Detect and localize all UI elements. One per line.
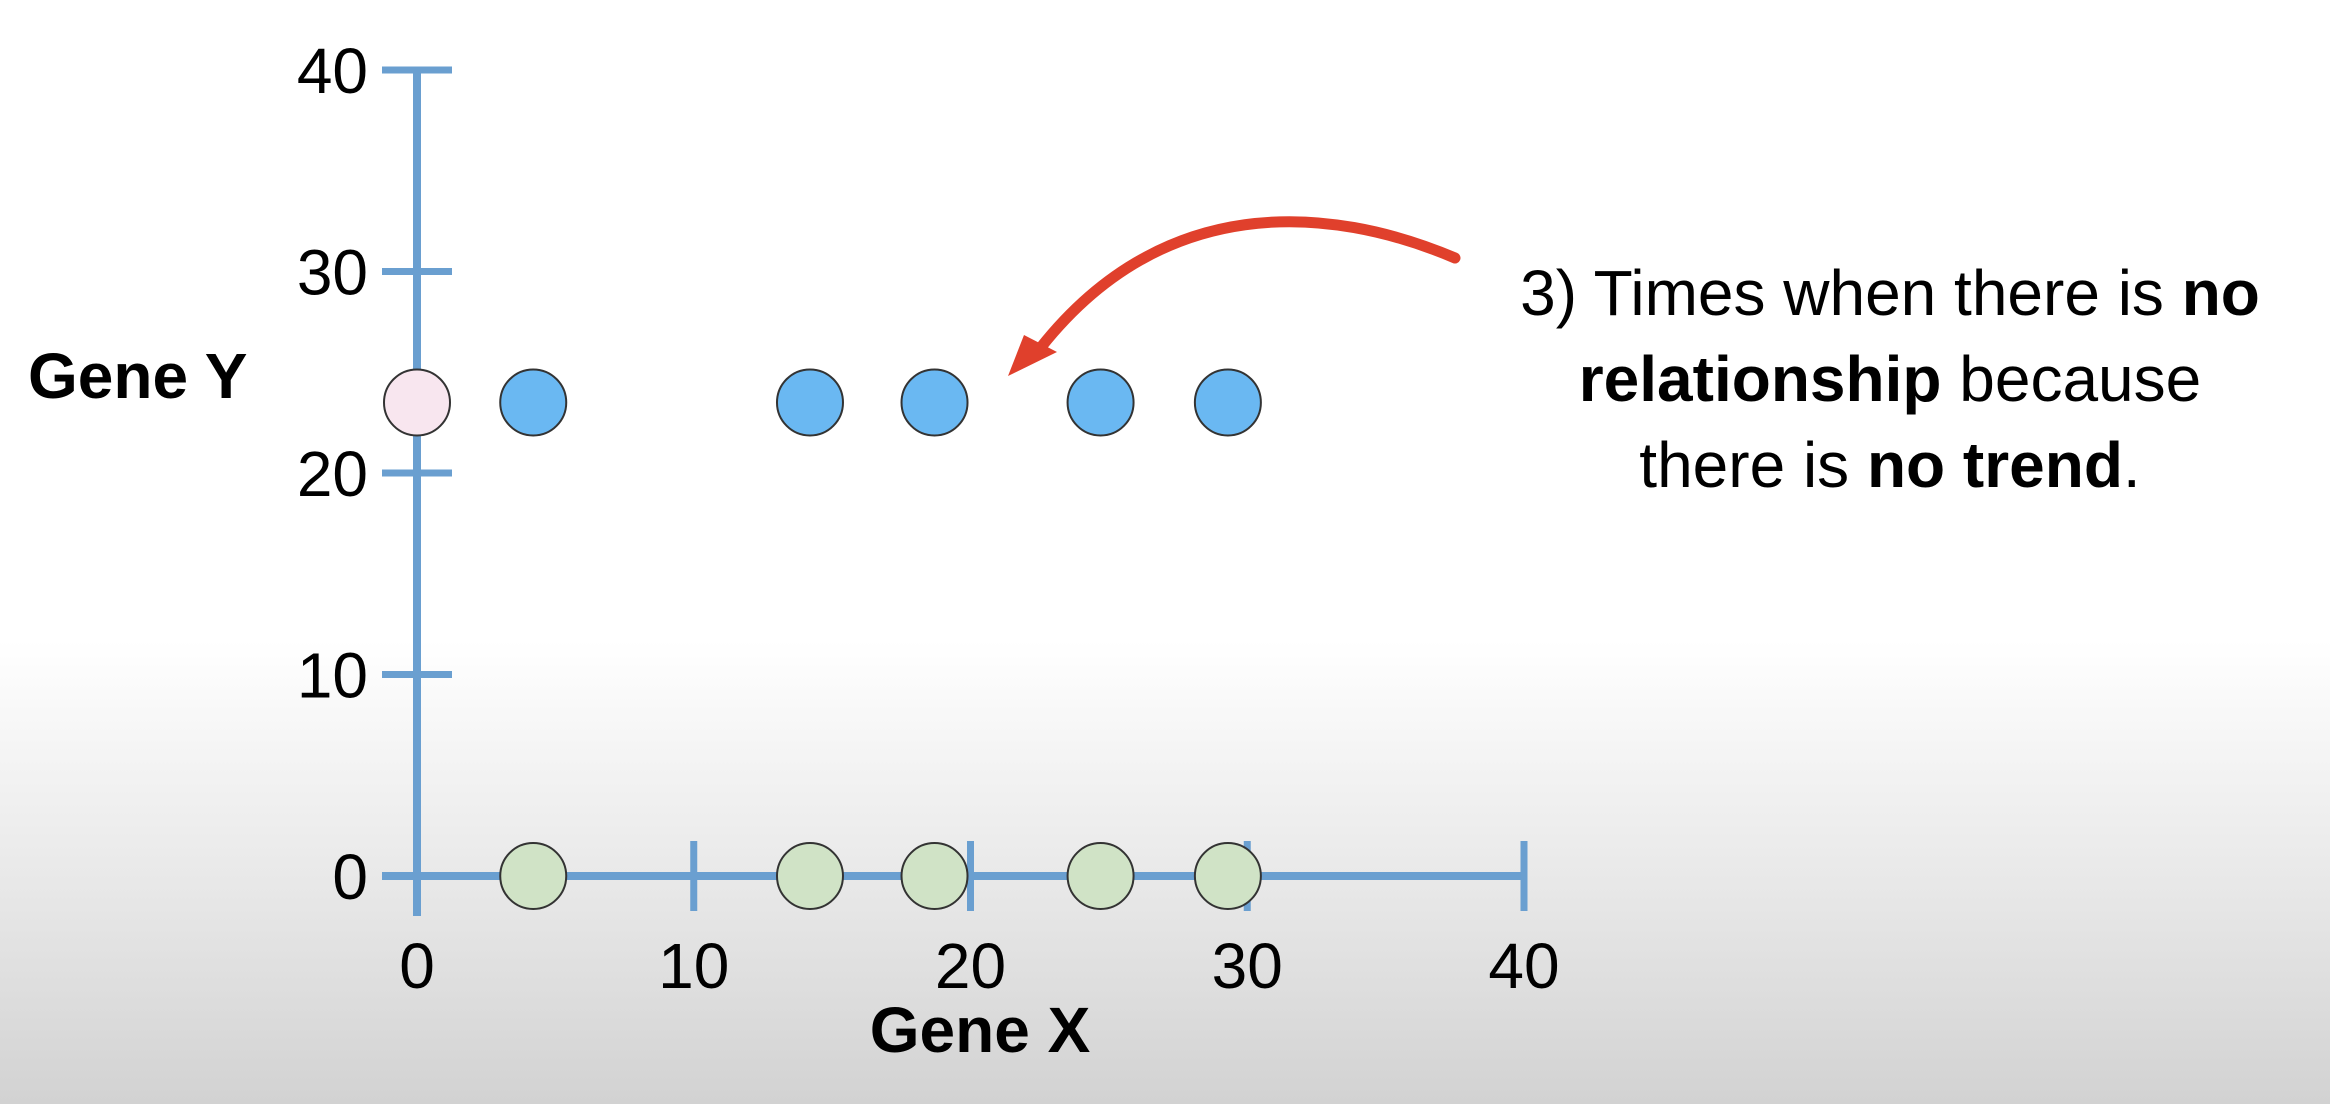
y-tick-label: 0 xyxy=(332,841,368,913)
y-tick-label: 40 xyxy=(297,35,368,107)
green-data-point xyxy=(499,842,568,910)
y-tick-label: 30 xyxy=(297,237,368,309)
green-data-point xyxy=(1066,842,1135,910)
axes xyxy=(382,66,1528,916)
blue-data-point xyxy=(775,368,844,437)
x-axis-title: Gene X xyxy=(870,994,1091,1066)
annotation-text-part: because xyxy=(1941,343,2202,415)
y-tick-label: 20 xyxy=(297,438,368,510)
annotation-text-part: . xyxy=(2122,429,2141,501)
blue-data-point xyxy=(499,368,568,437)
annotation-text: 3) Times when there is no relationship b… xyxy=(1450,250,2330,508)
blue-data-point xyxy=(1193,368,1262,437)
green-data-point xyxy=(900,842,969,910)
annotation-bold: no trend xyxy=(1866,429,2123,501)
blue-data-point xyxy=(1066,368,1135,437)
x-tick-label: 40 xyxy=(1488,930,1559,1002)
annotation-line-3: there is no trend. xyxy=(1450,422,2330,508)
annotation-arrow xyxy=(1029,216,1461,361)
x-tick-label: 20 xyxy=(935,930,1006,1002)
pink-data-point xyxy=(383,368,451,437)
annotation-text-part: there is xyxy=(1639,429,1867,501)
blue-data-point xyxy=(900,368,969,437)
green-data-point xyxy=(775,842,844,910)
tick-labels: 0 10 20 30 40 0 10 20 30 40 xyxy=(297,35,1560,1002)
annotation-bold: no xyxy=(2181,257,2260,329)
annotation-line-2: relationship because xyxy=(1450,336,2330,422)
annotation-text-part: 3) Times when there is xyxy=(1520,257,2182,329)
x-tick-label: 30 xyxy=(1212,930,1283,1002)
annotation-bold: relationship xyxy=(1578,343,1942,415)
x-tick-label: 0 xyxy=(399,930,435,1002)
y-axis-title: Gene Y xyxy=(28,340,247,412)
x-tick-label: 10 xyxy=(658,930,729,1002)
annotation-line-1: 3) Times when there is no xyxy=(1450,250,2330,336)
y-tick-label: 10 xyxy=(297,640,368,712)
green-data-point xyxy=(1193,842,1262,910)
data-points xyxy=(383,368,1262,910)
annotation-arrowhead xyxy=(1008,335,1057,376)
